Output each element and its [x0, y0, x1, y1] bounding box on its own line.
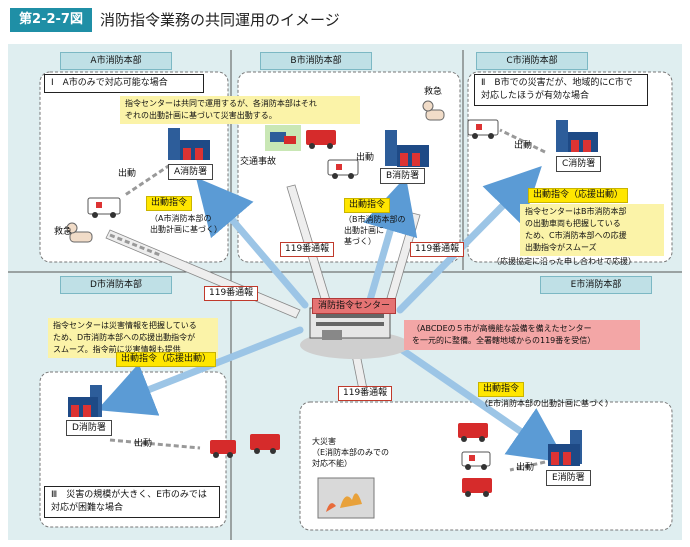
disaster-scene: [317, 477, 375, 519]
station-d-building: [68, 385, 102, 417]
dispatch-tag-b: 出動指令: [344, 198, 391, 213]
case-box-3: Ⅲ 災害の規模が大きく、E市のみでは 対応が困難な場合: [44, 486, 220, 518]
hq-tab-b: B市消防本部: [260, 52, 372, 70]
hq-tab-c: C市消防本部: [476, 52, 588, 70]
dispatch-arrows: [96, 166, 567, 463]
note-d: 指令センターは災害情報を把握している ため、D市消防本部への応援出動指令が スム…: [48, 318, 218, 358]
station-a-building: [168, 128, 210, 160]
figure-header: 第2-2-7図 消防指令業務の共同運用のイメージ: [0, 0, 690, 40]
call-label-a: 119番通報: [204, 286, 259, 301]
ambulance-label-c: 救急: [424, 87, 443, 97]
call-label-e: 119番通報: [338, 386, 393, 401]
dispatch-tag-d: 出動指令（応援出動）: [116, 352, 217, 367]
dispatch-arrow-b: [363, 176, 418, 304]
note-e: （ABCDEの５市が高機能な設備を備えたセンター を一元的に整備。全署轄地域から…: [404, 320, 640, 350]
movement-arrows: [109, 128, 546, 472]
traffic-accident-scene: [265, 125, 301, 151]
dispatch-arrow-c: [396, 166, 542, 314]
call-label-b: 119番通報: [280, 242, 335, 257]
fire-truck-d1: [210, 440, 236, 458]
deploy-label-a: 出動: [118, 169, 137, 179]
dispatch-sub-a: （A市消防本部の 出動計画に基づく）: [150, 214, 222, 234]
station-label-e: E消防署: [546, 470, 591, 486]
dispatch-arrow-d: [96, 326, 304, 416]
ambulance-e: [461, 451, 491, 470]
ambulance-b: [327, 159, 359, 179]
patient-c: [422, 100, 445, 121]
dispatch-tag-e: 出動指令: [478, 382, 525, 397]
fire-truck-e2: [462, 478, 492, 497]
case-box-1: Ⅰ A市のみで対応可能な場合: [44, 74, 204, 93]
dispatch-tag-c: 出動指令（応援出動）: [528, 188, 629, 203]
dispatch-sub-b: （B市消防本部の 出動計画に 基づく）: [344, 215, 406, 246]
note-center-shared: 指令センターは共同で運用するが、各消防本部はそれ ぞれの出動計画に基づいて災害出…: [120, 96, 360, 124]
station-e-building: [548, 430, 582, 466]
hq-tab-d: D市消防本部: [60, 276, 172, 294]
deploy-label-b: 出動: [356, 153, 375, 163]
ambulance-c: [467, 119, 499, 139]
command-center-label: 消防指令センター: [312, 298, 397, 314]
note-c: 指令センターはB市消防本部 の出動車両も把握している ため、C市消防本部への応援…: [520, 204, 664, 256]
station-label-a: A消防署: [168, 164, 214, 180]
traffic-accident-label: 交通事故: [240, 157, 277, 167]
ambulance-a: [87, 197, 121, 218]
station-label-c: C消防署: [556, 156, 602, 172]
deploy-label-c: 出動: [514, 141, 533, 151]
dispatch-arrow-a: [195, 177, 309, 309]
command-center-building: [300, 307, 410, 359]
fire-truck-d2: [250, 434, 280, 454]
station-label-d: D消防署: [66, 420, 112, 436]
dispatch-sub-e: （E市消防本部の出動計画に基づく）: [480, 399, 614, 408]
deploy-label-d: 出動: [134, 439, 153, 449]
dispatch-tag-a: 出動指令: [146, 196, 193, 211]
case-box-2: Ⅱ B市での災害だが、地域的にC市で 対応したほうが有効な場合: [474, 74, 648, 106]
call-label-c: 119番通報: [410, 242, 465, 257]
figure-title: 消防指令業務の共同運用のイメージ: [100, 11, 340, 29]
station-label-b: B消防署: [380, 168, 426, 184]
ambulance-label-a: 救急: [54, 227, 73, 237]
figure-number: 第2-2-7図: [10, 8, 92, 32]
station-b-building: [385, 130, 429, 167]
station-c-building: [556, 120, 598, 152]
dispatch-arrow-e: [391, 341, 567, 463]
note-c-footnote: （応援協定に沿った申し合わせで応援）: [492, 257, 636, 266]
hq-tab-a: A市消防本部: [60, 52, 172, 70]
fire-truck-e1: [458, 423, 488, 442]
disaster-label: 大災害 （E消防本部のみでの 対応不能）: [312, 437, 390, 468]
deploy-label-e: 出動: [516, 463, 535, 473]
patient-a: [66, 222, 93, 243]
fire-truck-b: [306, 130, 336, 149]
hq-tab-e: E市消防本部: [540, 276, 652, 294]
